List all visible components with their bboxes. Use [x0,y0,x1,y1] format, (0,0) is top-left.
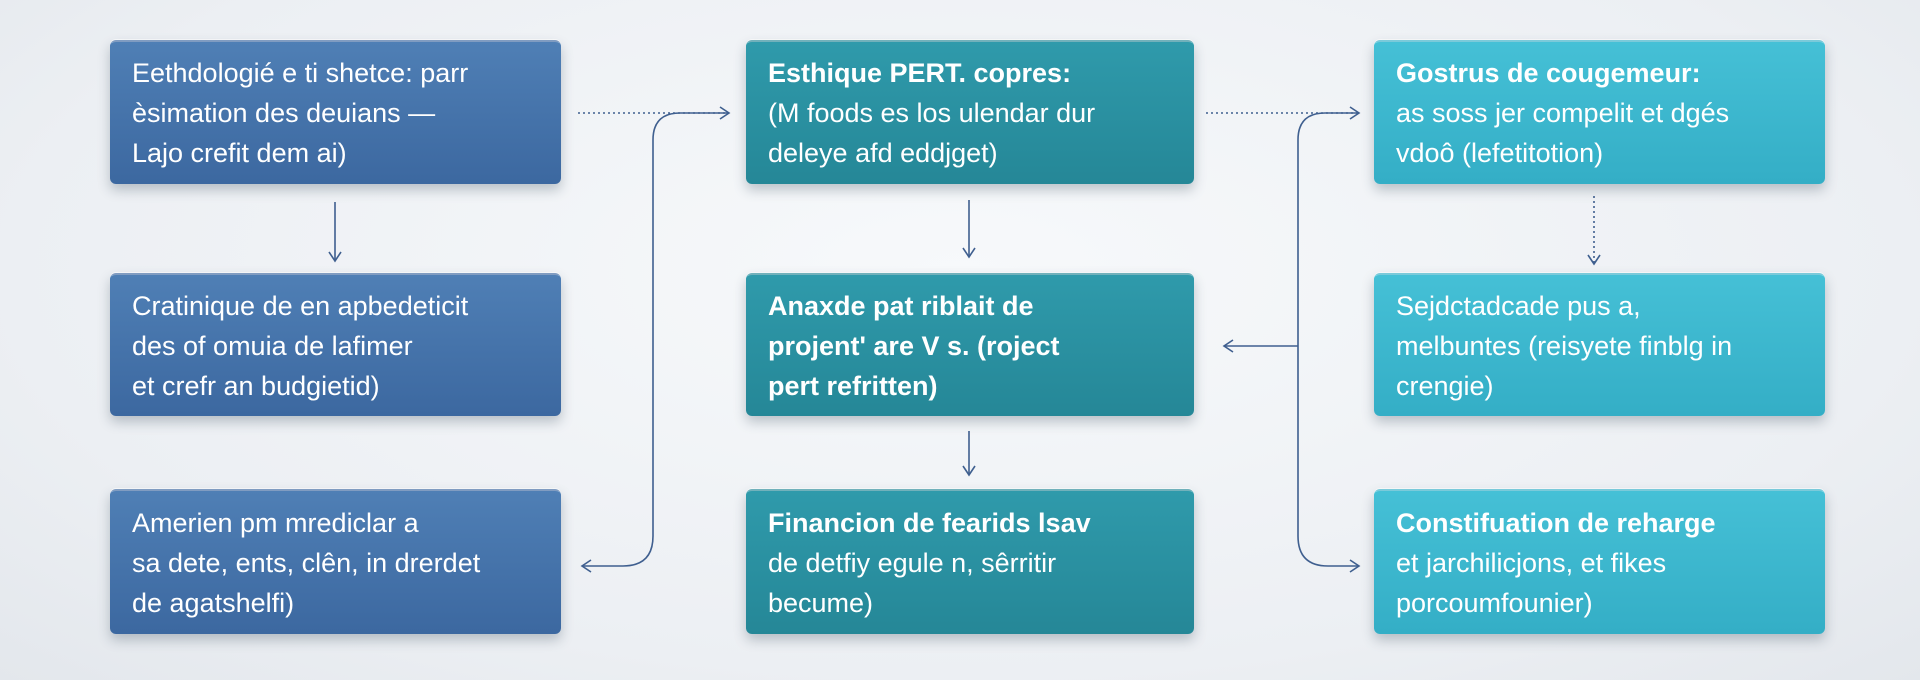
box-text: sa dete, ents, clên, in drerdet [132,547,481,578]
box-col1-row1: Eethdologié e ti shetce: parr èsimation … [110,40,561,184]
box-heading: Constifuation de reharge [1396,507,1716,538]
box-heading: Financion de fearids lsav [768,507,1091,538]
box-col3-row2: Sejdctadcade pus a, melbuntes (reisyete … [1374,273,1825,416]
box-col3-row1: Gostrus de cougemeur: as soss jer compel… [1374,40,1825,184]
box-text: melbuntes (reisyete finblg in [1396,330,1733,361]
box-text: (M foods es los ulendar dur [768,98,1096,128]
box-text: projent' are V s. (roject [768,330,1060,361]
box-text: as soss jer compelit et dgés [1396,98,1730,128]
box-text: Amerien pm mrediclar a [132,507,419,538]
box-text: Cratinique de en apbedeticit [132,290,469,321]
box-text: et crefr an budgietid) [132,370,380,401]
box-heading: Esthique PERT. copres: [768,58,1072,88]
box-col1-row3: Amerien pm mrediclar a sa dete, ents, cl… [110,489,561,634]
box-heading: Gostrus de cougemeur: [1396,58,1701,88]
box-text: becume) [768,587,874,618]
box-col2-row3: Financion de fearids lsav de detfiy egul… [746,489,1194,634]
box-text: Lajo crefit dem ai) [132,138,347,168]
box-text: et jarchilicjons, et fikes [1396,547,1667,578]
box-text: porcoumfounier) [1396,587,1593,618]
box-text: des of omuia de lafimer [132,330,413,361]
box-text: pert refritten) [768,370,938,401]
box-text: Sejdctadcade pus a, [1396,290,1641,321]
box-col1-row2: Cratinique de en apbedeticit des of omui… [110,273,561,416]
box-heading: Anaxde pat riblait de [768,290,1034,321]
box-text: Eethdologié e ti shetce: parr [132,58,469,88]
box-text: crengie) [1396,370,1494,401]
curve-connector-right [1297,112,1361,573]
box-col2-row1: Esthique PERT. copres: (M foods es los u… [746,40,1194,184]
box-col2-row2: Anaxde pat riblait de projent' are V s. … [746,273,1194,416]
box-text: de detfiy egule n, sêrritir [768,547,1057,578]
box-text: deleye afd eddjget) [768,138,998,168]
box-text: vdoô (lefetitotion) [1396,138,1604,168]
box-col3-row3: Constifuation de reharge et jarchilicjon… [1374,489,1825,634]
curve-connector-left [580,112,729,573]
box-text: èsimation des deuians — [132,98,436,128]
box-text: de agatshelfi) [132,587,295,618]
